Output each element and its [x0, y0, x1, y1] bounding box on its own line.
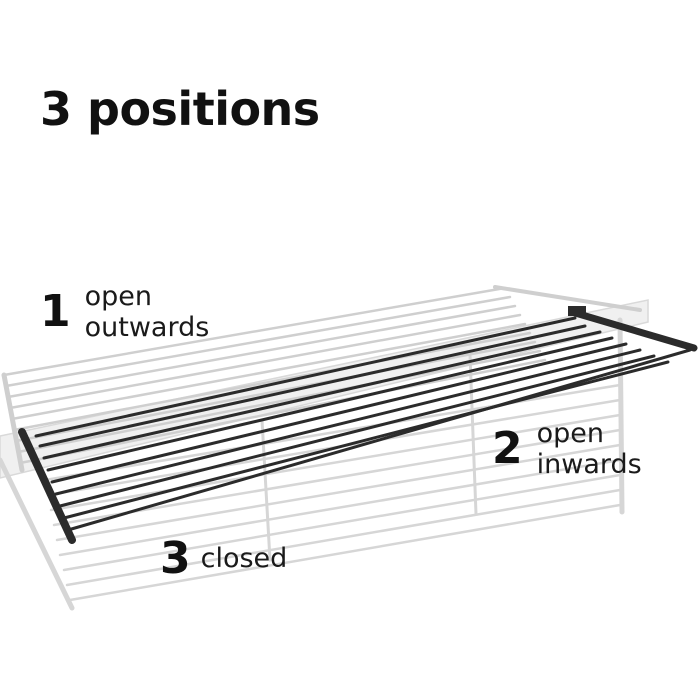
- position-3-line1: closed: [200, 543, 288, 575]
- position-1-line1: open: [84, 281, 153, 312]
- position-1-number: 1: [40, 286, 71, 338]
- position-2-description: open inwards: [537, 418, 642, 480]
- rack-outwards-position: [18, 306, 698, 544]
- position-2-number: 2: [492, 423, 523, 475]
- position-3-label: 3 closed: [160, 537, 287, 581]
- position-2-line1: open: [536, 418, 605, 449]
- position-2-line2: inwards: [536, 449, 642, 481]
- page-title: 3 positions: [40, 82, 320, 136]
- wall-rail: [0, 299, 649, 479]
- position-3-description: closed: [201, 543, 288, 574]
- position-1-line2: outwards: [84, 312, 210, 344]
- position-2-label: 2 open inwards: [492, 418, 642, 480]
- position-3-number: 3: [160, 533, 191, 584]
- position-1-description: open outwards: [85, 281, 210, 343]
- rack-inwards-position: [1, 285, 642, 473]
- position-1-label: 1 open outwards: [40, 281, 209, 343]
